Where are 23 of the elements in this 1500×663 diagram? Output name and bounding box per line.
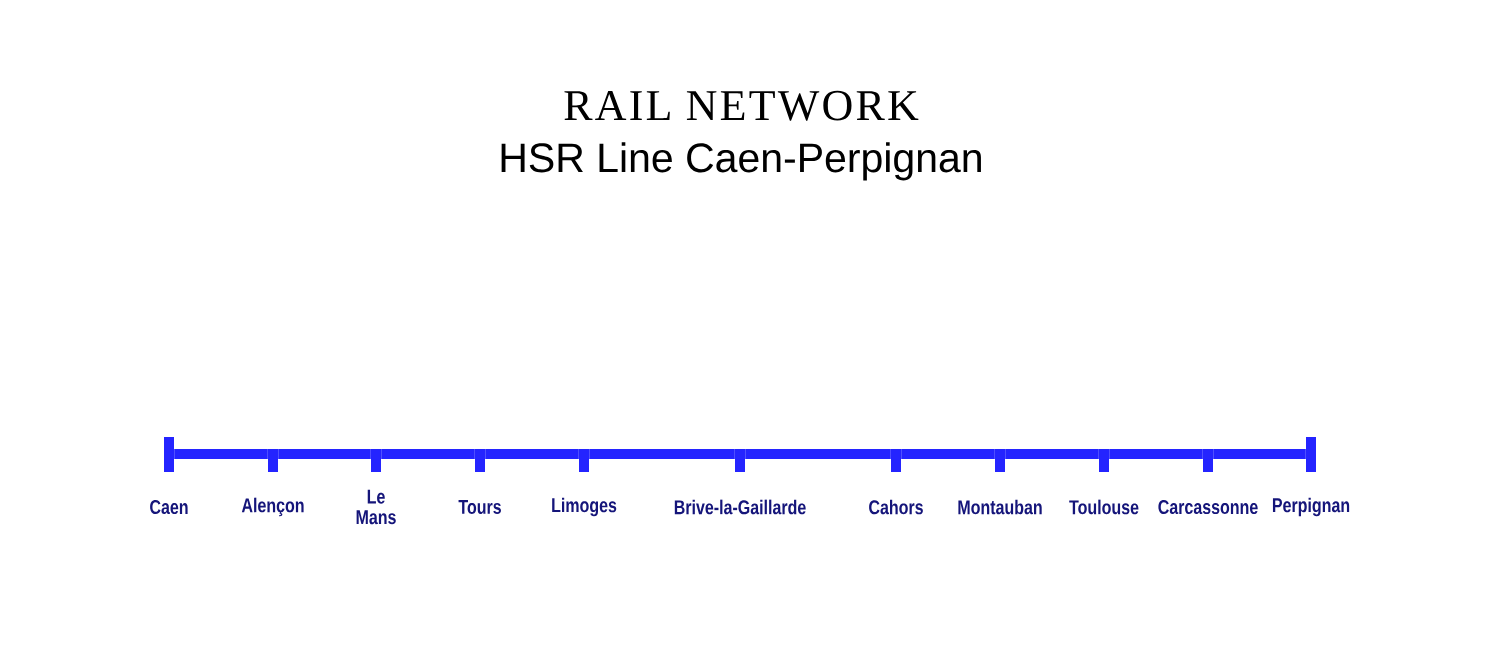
station-name: Montauban xyxy=(958,499,1042,515)
track-line xyxy=(381,449,475,459)
track-line xyxy=(901,449,995,459)
station-name: Perpignan xyxy=(1272,497,1350,517)
title: RAIL NETWORK xyxy=(564,90,919,121)
subtitle: HSR Line Caen-Perpignan xyxy=(501,142,981,181)
station-name: Toulouse xyxy=(1069,499,1139,515)
track-line xyxy=(485,449,579,459)
station-name: Caen xyxy=(150,499,188,515)
track-line xyxy=(1005,449,1099,459)
station-name: Alençon xyxy=(241,497,304,517)
track-line xyxy=(589,449,735,459)
track-line xyxy=(174,449,268,459)
track-line xyxy=(278,449,371,459)
station-name: Limoges xyxy=(552,497,617,517)
station-name: Carcassonne xyxy=(1158,499,1258,515)
station-name: Le Mans xyxy=(356,489,396,525)
track-line xyxy=(745,449,891,459)
station-name: Tours xyxy=(458,500,501,514)
station-name: Brive-la-Gaillarde xyxy=(674,499,806,515)
track-line xyxy=(1213,449,1306,459)
track-line xyxy=(1109,449,1203,459)
station-name: Cahors xyxy=(869,499,923,515)
